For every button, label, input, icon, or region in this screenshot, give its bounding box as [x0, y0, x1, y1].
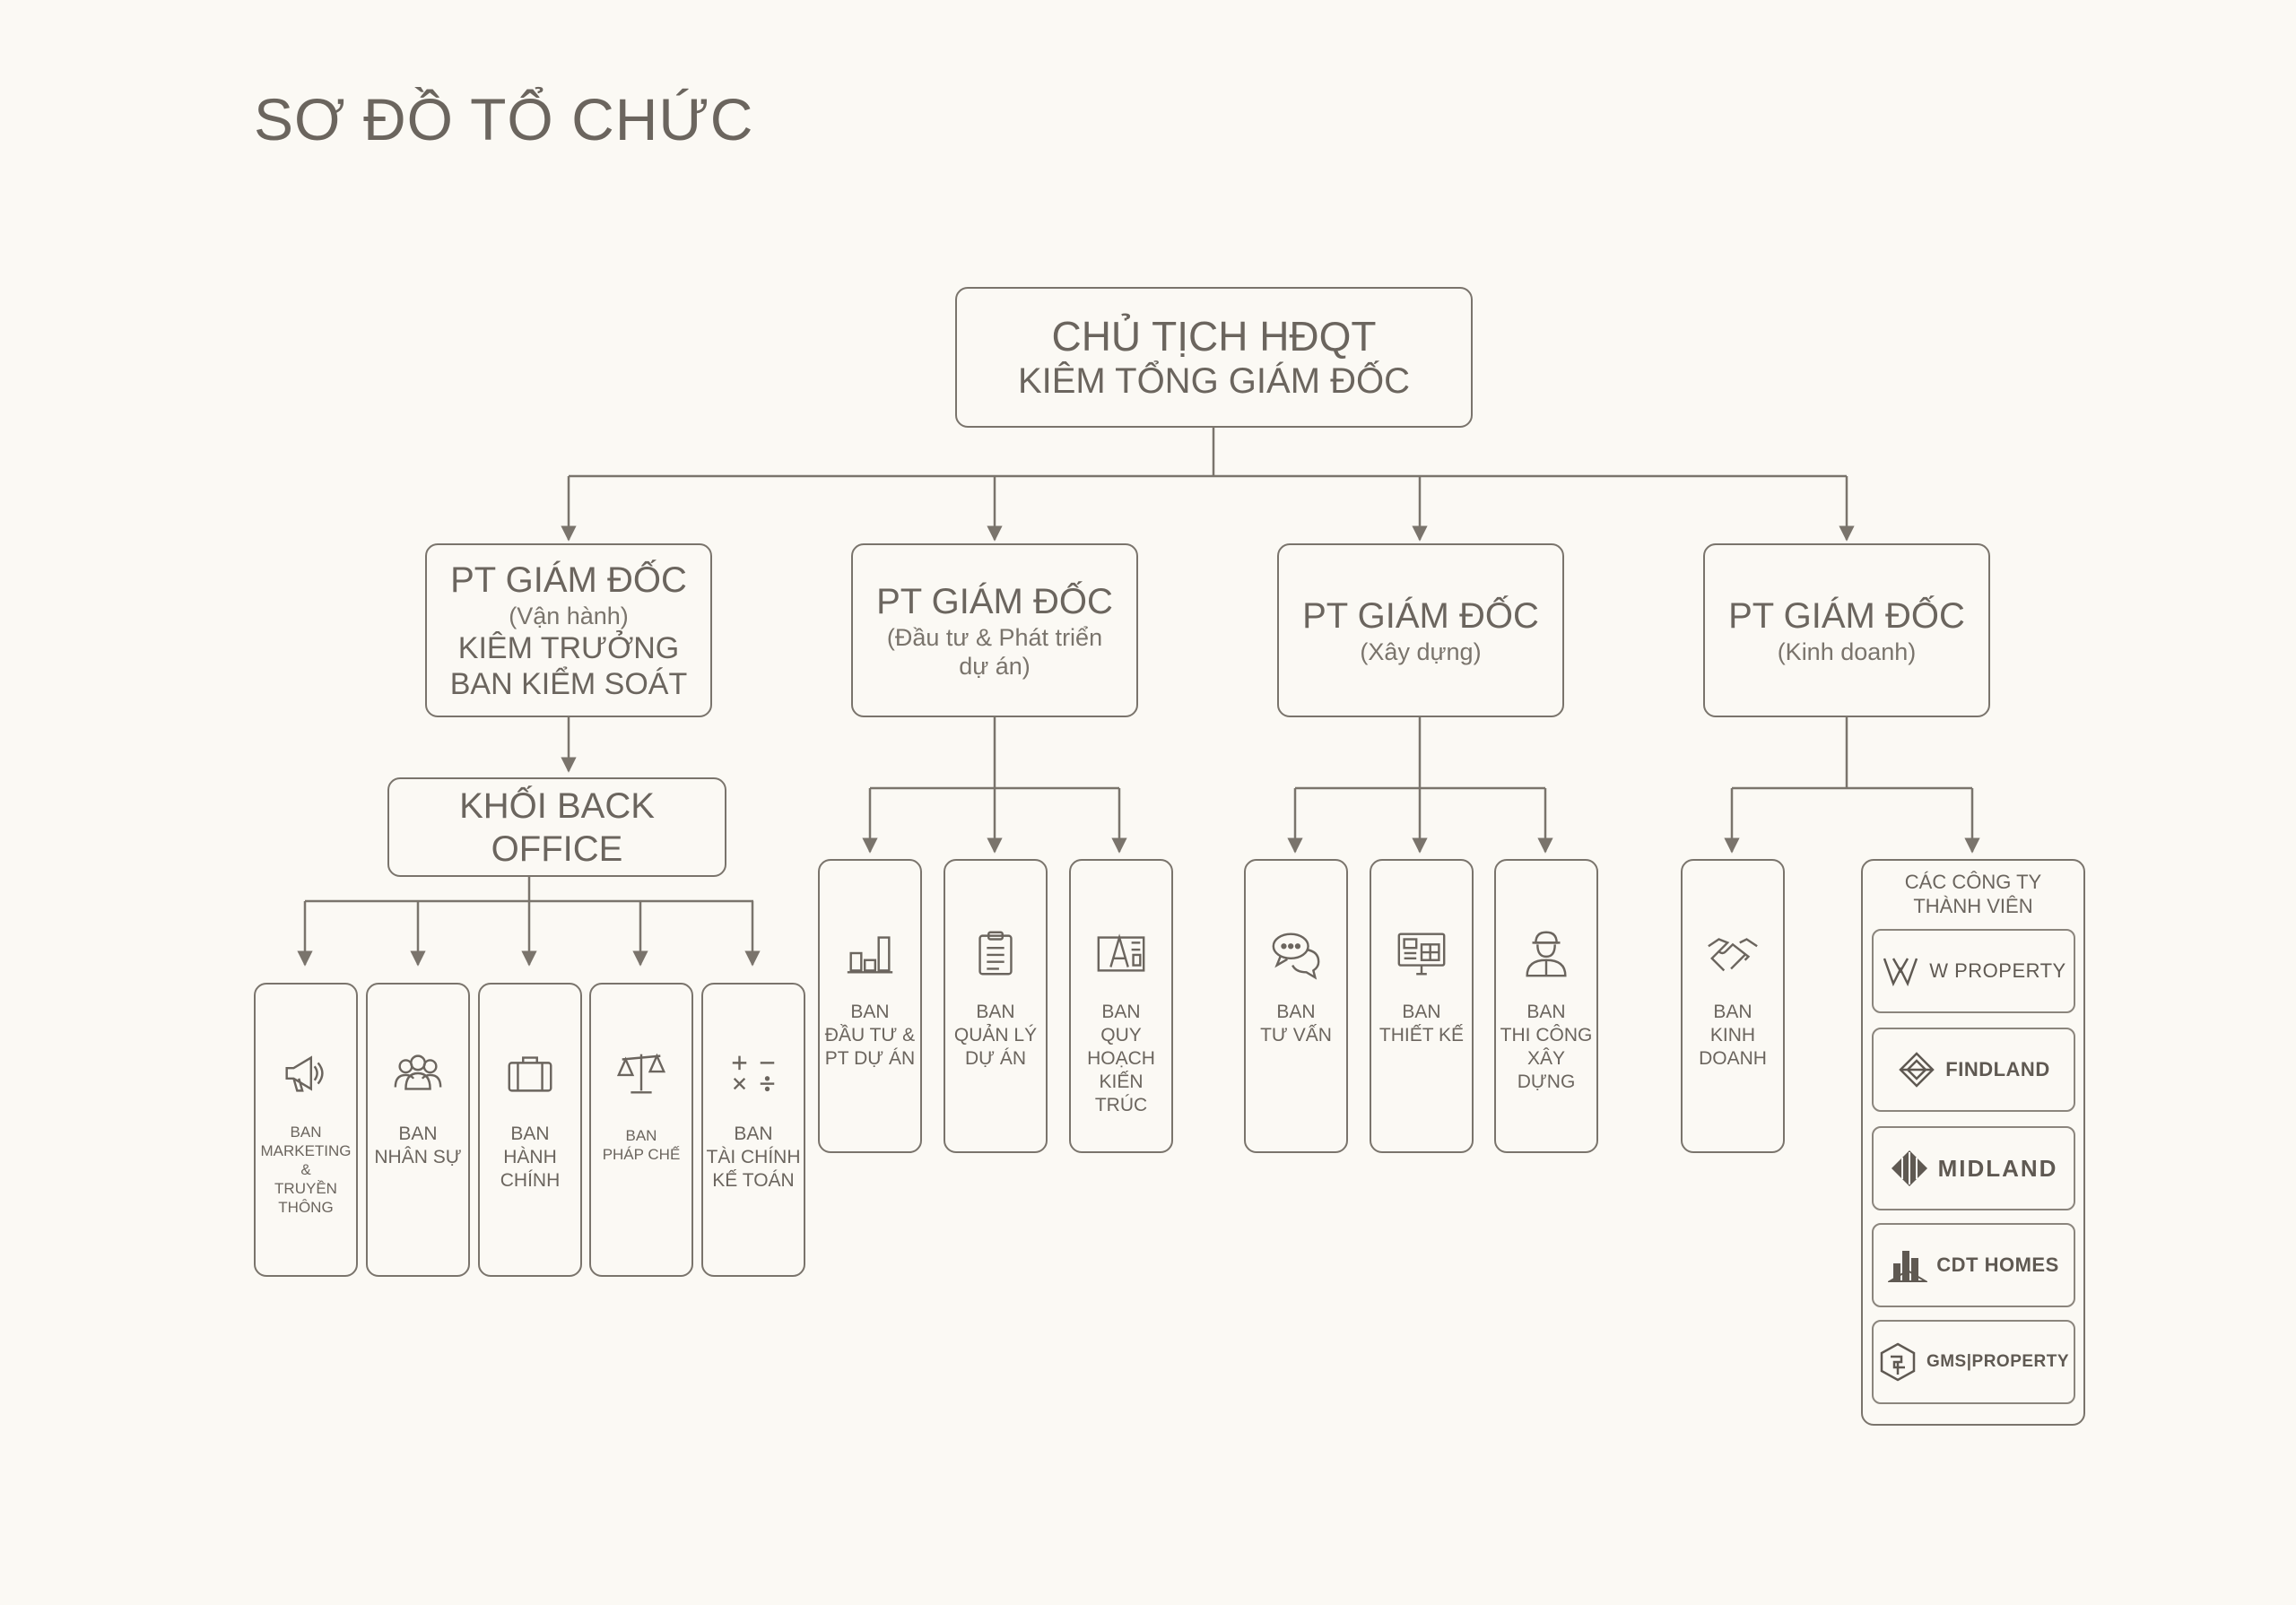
dept-label: BAN QUẢN LÝ DỰ ÁN [953, 1002, 1038, 1069]
megaphone-icon [285, 1055, 324, 1092]
company-name: FINDLAND [1945, 1058, 2050, 1080]
vp-subtitle: (Kinh doanh) [1777, 638, 1917, 665]
dept-hr: BAN NHÂN SỰ [366, 983, 470, 1277]
company-gms-property: GMS|PROPERTY [1872, 1320, 2075, 1404]
dept-marketing: BAN MARKETING & TRUYỀN THÔNG [254, 983, 358, 1277]
company-name: MIDLAND [1937, 1154, 2058, 1182]
page-title: SƠ ĐỒ TỔ CHỨC [254, 86, 754, 152]
dept-label: BAN PHÁP CHẾ [602, 1127, 681, 1163]
company-name: W PROPERTY [1929, 959, 2066, 982]
handshake-icon [1708, 938, 1758, 972]
dept-label: BAN HÀNH CHÍNH [500, 1124, 561, 1191]
company-midland: MIDLAND [1872, 1126, 2075, 1210]
people-icon [394, 1054, 442, 1090]
ceo-title: CHỦ TỊCH HĐQT [1051, 312, 1377, 360]
dept-sales: BAN KINH DOANH [1681, 859, 1785, 1153]
gms-property-logo [1880, 1342, 1916, 1382]
cdt-homes-logo [1888, 1251, 1928, 1282]
company-findland: FINDLAND [1872, 1028, 2075, 1112]
ceo-box: CHỦ TỊCH HĐQT KIÊM TỔNG GIÁM ĐỐC [955, 287, 1473, 428]
back-office-title: KHỐI BACK OFFICE [459, 785, 655, 869]
vp-extra-role: KIÊM TRƯỞNG BAN KIỂM SOÁT [449, 631, 688, 701]
dept-label: BAN ĐẦU TƯ & PT DỰ ÁN [824, 1002, 916, 1069]
vp-construction-box: PT GIÁM ĐỐC (Xây dựng) [1277, 543, 1564, 717]
vp-title: PT GIÁM ĐỐC [1302, 596, 1539, 636]
company-name: CDT HOMES [1936, 1254, 2059, 1276]
dept-label: BAN THI CÔNG XÂY DỰNG [1500, 1002, 1593, 1092]
dept-label: BAN NHÂN SỰ [374, 1124, 462, 1167]
vp-title: PT GIÁM ĐỐC [876, 582, 1113, 621]
scales-icon [616, 1053, 666, 1094]
findland-logo [1899, 1052, 1935, 1088]
ceo-subtitle: KIÊM TỔNG GIÁM ĐỐC [1017, 360, 1411, 401]
vp-sales-box: PT GIÁM ĐỐC (Kinh doanh) [1703, 543, 1990, 717]
briefcase-icon [508, 1056, 552, 1092]
vp-title: PT GIÁM ĐỐC [1728, 596, 1965, 636]
dept-label: BAN KINH DOANH [1699, 1002, 1767, 1069]
dept-legal: BAN PHÁP CHẾ [589, 983, 693, 1277]
vp-subtitle: (Vận hành) [509, 603, 629, 629]
dept-label: BAN TƯ VẤN [1260, 1002, 1332, 1045]
dept-project-management: BAN QUẢN LÝ DỰ ÁN [944, 859, 1048, 1153]
blueprint-icon [1097, 933, 1145, 972]
monitor-design-icon [1397, 933, 1446, 976]
dept-construction: BAN THI CÔNG XÂY DỰNG [1494, 859, 1598, 1153]
dept-design: BAN THIẾT KẾ [1370, 859, 1474, 1153]
calculator-icon [732, 1055, 775, 1092]
company-cdt-homes: CDT HOMES [1872, 1223, 2075, 1307]
dept-admin: BAN HÀNH CHÍNH [478, 983, 582, 1277]
vp-title: PT GIÁM ĐỐC [450, 560, 687, 600]
chat-bubbles-icon [1272, 933, 1320, 980]
company-name: GMS|PROPERTY [1926, 1352, 2070, 1371]
worker-icon [1526, 931, 1567, 977]
bar-chart-icon [847, 936, 893, 974]
w-property-logo [1883, 958, 1918, 987]
vp-subtitle: (Xây dựng) [1360, 638, 1482, 665]
vp-operations-box: PT GIÁM ĐỐC (Vận hành) KIÊM TRƯỞNG BAN K… [425, 543, 712, 717]
member-companies-title: CÁC CÔNG TY THÀNH VIÊN [1904, 871, 2042, 917]
back-office-box: KHỐI BACK OFFICE [387, 777, 726, 877]
midland-logo [1891, 1150, 1927, 1186]
dept-architecture: BAN QUY HOẠCH KIẾN TRÚC [1069, 859, 1173, 1153]
dept-label: BAN TÀI CHÍNH KẾ TOÁN [706, 1124, 801, 1191]
vp-investment-box: PT GIÁM ĐỐC (Đầu tư & Phát triển dự án) [851, 543, 1138, 717]
vp-subtitle: (Đầu tư & Phát triển dự án) [886, 624, 1103, 680]
member-companies-box: CÁC CÔNG TY THÀNH VIÊN W PROPERTY FINDLA… [1861, 859, 2085, 1426]
clipboard-icon [978, 931, 1013, 976]
dept-label: BAN THIẾT KẾ [1378, 1002, 1465, 1045]
company-w-property: W PROPERTY [1872, 929, 2075, 1013]
dept-label: BAN MARKETING & TRUYỀN THÔNG [260, 1124, 352, 1216]
dept-label: BAN QUY HOẠCH KIẾN TRÚC [1087, 1002, 1155, 1115]
dept-finance: BAN TÀI CHÍNH KẾ TOÁN [701, 983, 805, 1277]
dept-investment: BAN ĐẦU TƯ & PT DỰ ÁN [818, 859, 922, 1153]
dept-consulting: BAN TƯ VẤN [1244, 859, 1348, 1153]
